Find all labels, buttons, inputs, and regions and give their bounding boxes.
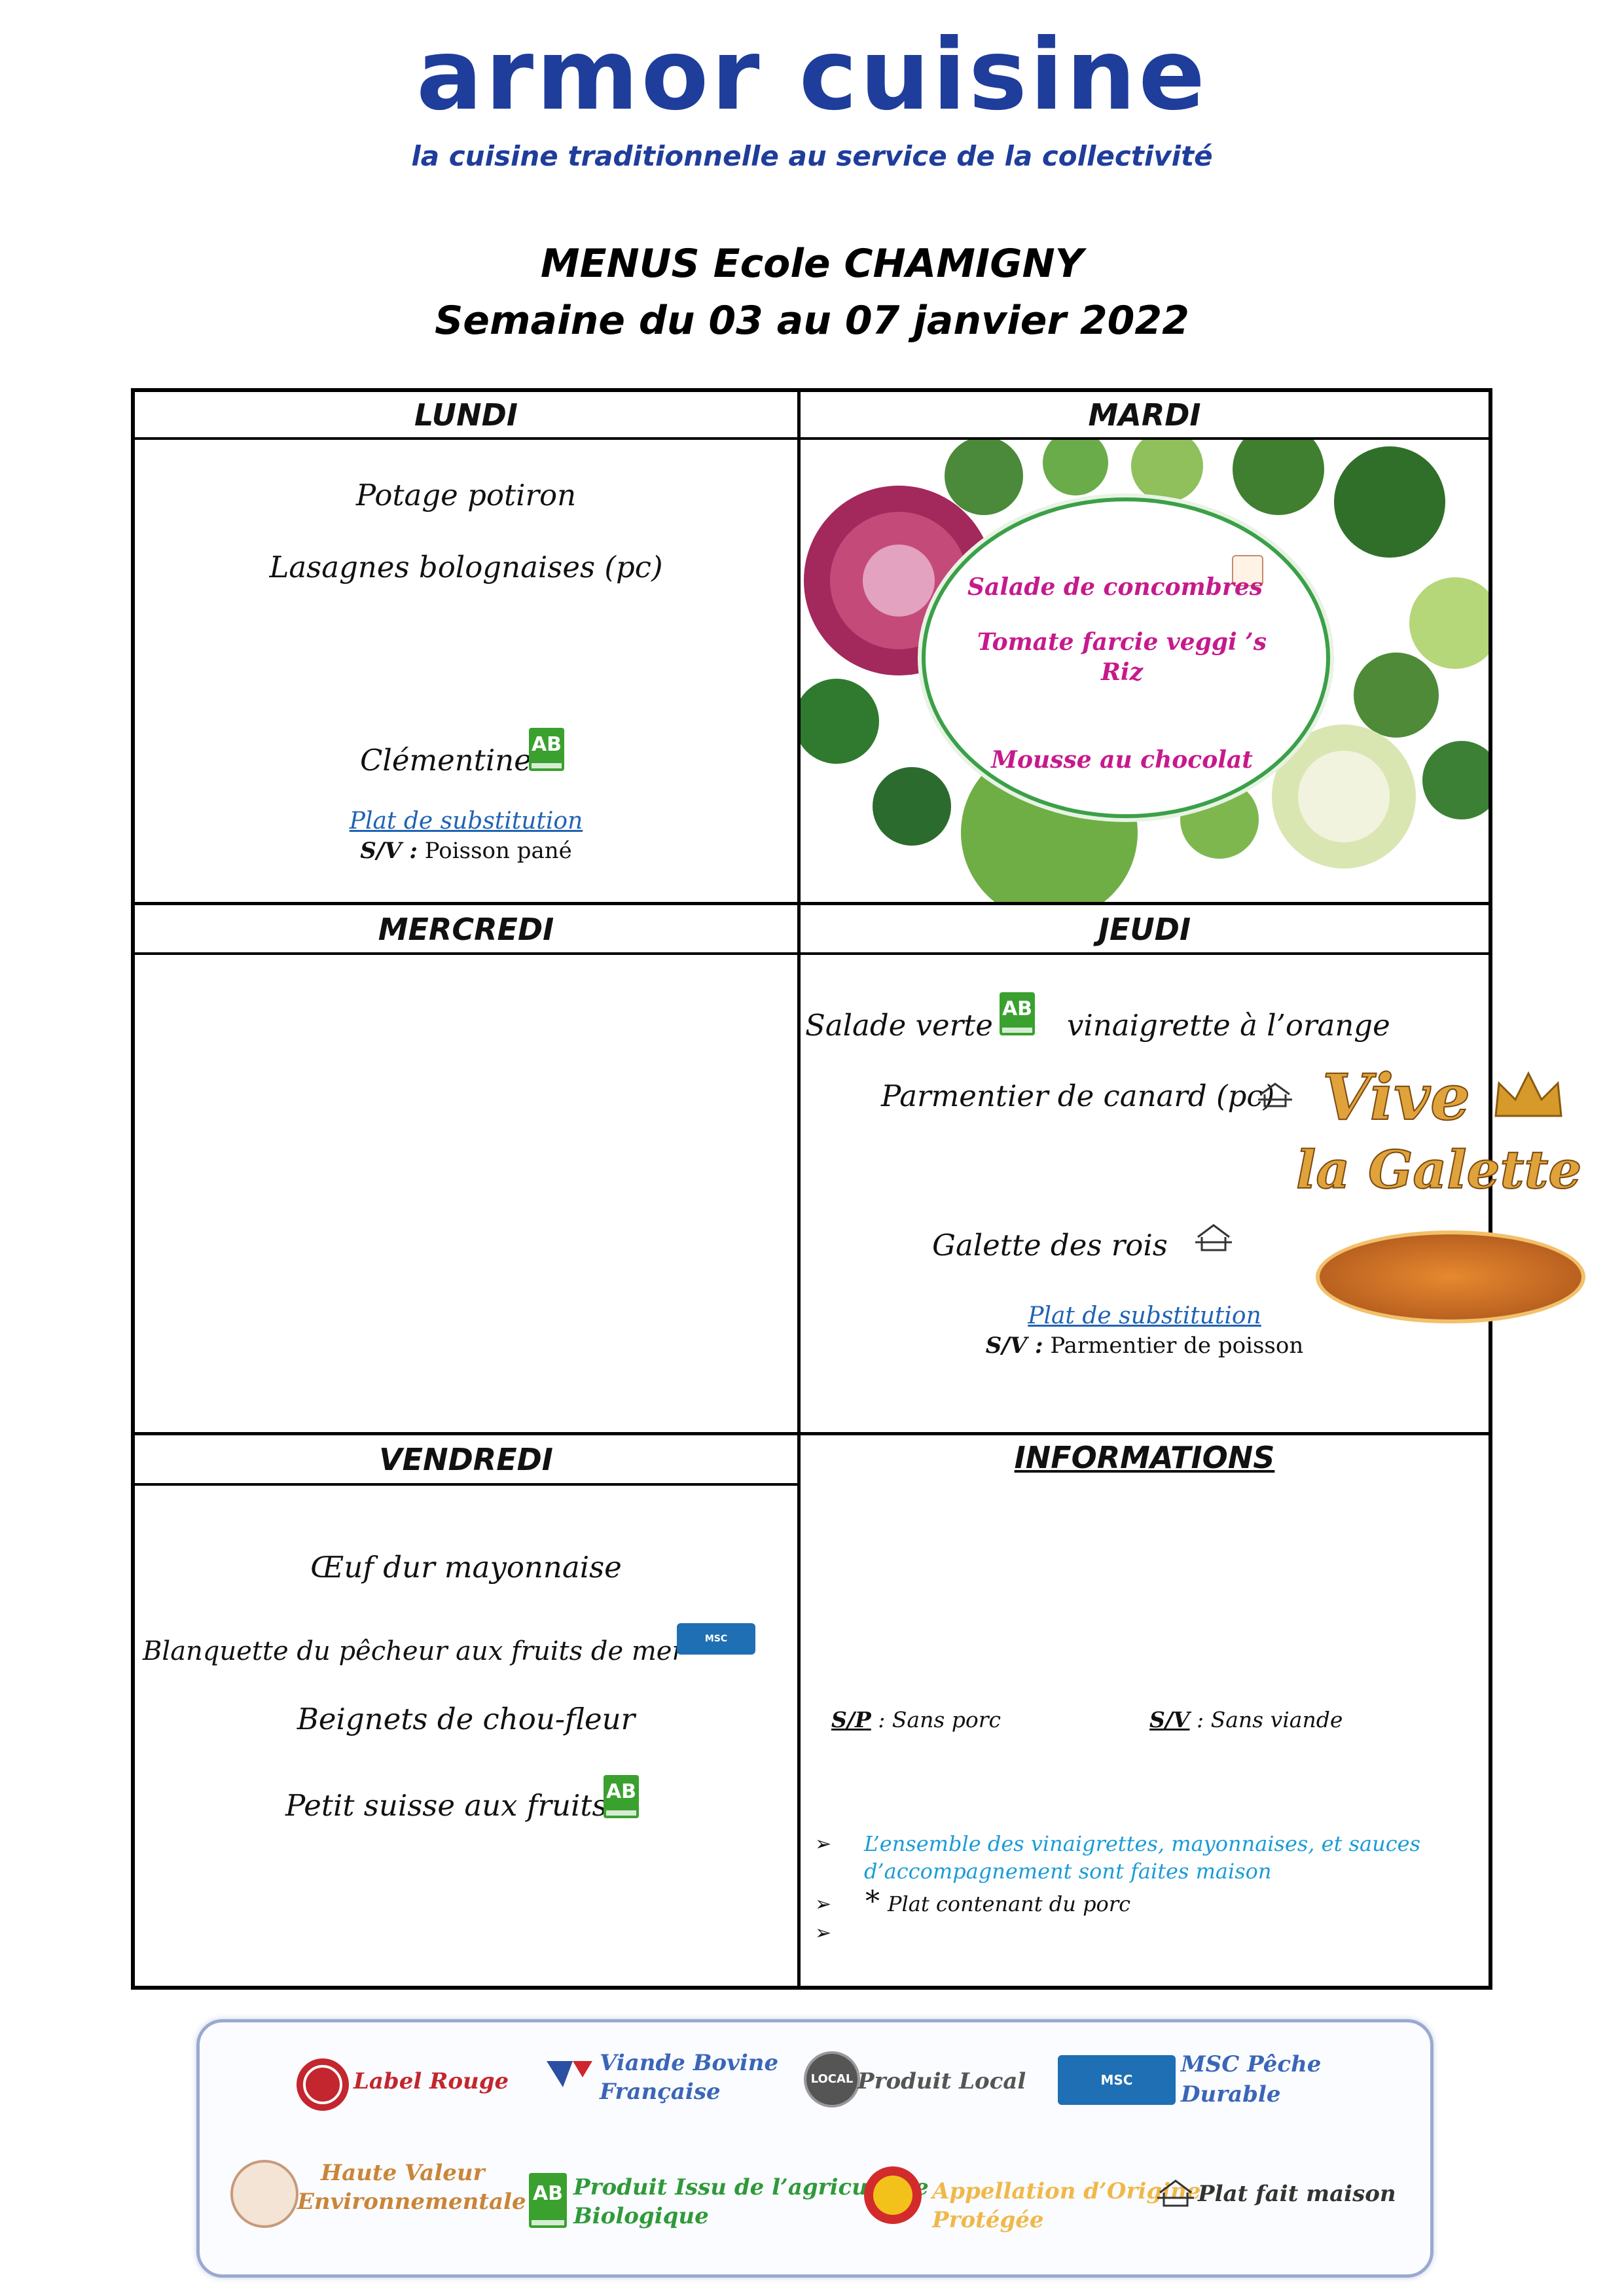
mardi-dish-4: Mousse au chocolat	[991, 746, 1253, 774]
info-note-porc: Plat contenant du porc	[888, 1892, 1131, 1916]
hve-icon	[230, 2160, 298, 2228]
lundi-dish-3: Clémentine	[360, 743, 532, 778]
mardi-menu-oval	[922, 497, 1330, 818]
jeudi-dish-1b: vinaigrette à l’orange	[1067, 1008, 1390, 1043]
lundi-dish-1: Potage potiron	[355, 478, 577, 512]
legend-aop-line1: Appellation d’Origine	[932, 2178, 1201, 2204]
msc-icon: MSC	[677, 1623, 755, 1655]
bio-ab-icon: AB	[529, 2173, 567, 2228]
aop-icon	[861, 2164, 924, 2227]
legend-viande-line1: Viande Bovine	[600, 2050, 779, 2076]
legend-produit-local: Produit Local	[857, 2068, 1026, 2094]
legend-hve-line1: Haute Valeur	[321, 2160, 485, 2186]
legend-hve-line2: Environnementale	[297, 2189, 526, 2215]
lundi-dish-2: Lasagnes bolognaises (pc)	[269, 550, 663, 584]
jeudi-substitution-link[interactable]: Plat de substitution	[1028, 1302, 1261, 1329]
galette-illustration: Vive la Galette	[1295, 1041, 1604, 1329]
legend-fait-maison: Plat fait maison	[1198, 2181, 1396, 2207]
fait-maison-icon	[1157, 2177, 1194, 2210]
legend-msc-line2: Durable	[1181, 2081, 1281, 2108]
day-header-jeudi: JEUDI	[1098, 912, 1191, 947]
bio-ab-icon: AB	[529, 728, 564, 771]
vendredi-dish-3: Beignets de chou-fleur	[297, 1702, 636, 1736]
mardi-dish-3: Riz	[1100, 658, 1144, 686]
bio-ab-icon: AB	[1000, 992, 1035, 1035]
brand-tagline: la cuisine traditionnelle au service de …	[411, 140, 1213, 172]
galette-title-line2: la Galette	[1295, 1138, 1582, 1201]
day-header-lundi: LUNDI	[414, 397, 518, 433]
legend-sans-viande: S/V : Sans viande	[1149, 1707, 1343, 1732]
legend-label-rouge: Label Rouge	[353, 2068, 509, 2094]
mardi-vegetable-illustration	[801, 440, 1489, 902]
legend-viande-line2: Française	[600, 2079, 721, 2105]
legend-bio-line2: Biologique	[573, 2203, 709, 2229]
viande-bovine-icon	[543, 2058, 596, 2090]
bio-ab-icon: AB	[604, 1775, 639, 1818]
brand-logo-text: armor cuisine	[416, 18, 1208, 132]
legend-sans-porc: S/P : Sans porc	[831, 1707, 1001, 1732]
hve-icon	[1232, 555, 1263, 586]
info-note-maison: L’ensemble des vinaigrettes, mayonnaises…	[864, 1831, 1420, 1884]
informations-title: INFORMATIONS	[1014, 1440, 1275, 1475]
msc-icon: MSC	[1058, 2055, 1176, 2105]
jeudi-dish-2: Parmentier de canard (pc)	[881, 1079, 1275, 1113]
day-header-vendredi: VENDREDI	[379, 1442, 553, 1477]
jeudi-dish-3: Galette des rois	[932, 1228, 1168, 1263]
fait-maison-icon	[1258, 1080, 1292, 1109]
mardi-dish-2: Tomate farcie veggi ’s	[977, 628, 1267, 656]
menu-title: MENUS Ecole CHAMIGNY	[540, 241, 1084, 287]
vendredi-dish-1: Œuf dur mayonnaise	[310, 1550, 622, 1585]
menu-week: Semaine du 03 au 07 janvier 2022	[435, 298, 1189, 344]
jeudi-substitution: S/V : Parmentier de poisson	[985, 1333, 1304, 1359]
mardi-dish-1: Salade de concombres	[967, 573, 1263, 601]
label-rouge-icon	[293, 2055, 352, 2114]
bullet-icon: ➢	[815, 1893, 832, 1916]
legend-aop-line2: Protégée	[932, 2207, 1044, 2233]
produit-local-icon: LOCAL	[804, 2051, 860, 2108]
vendredi-dish-2: Blanquette du pêcheur aux fruits de mer	[143, 1636, 685, 1666]
bullet-icon: ➢	[815, 1922, 832, 1945]
info-star: *	[865, 1885, 880, 1918]
lundi-substitution: S/V : Poisson pané	[360, 838, 572, 864]
vendredi-dish-4: Petit suisse aux fruits	[285, 1788, 607, 1823]
jeudi-dish-1: Salade verte	[805, 1008, 993, 1043]
fait-maison-icon	[1195, 1221, 1232, 1254]
crown-icon	[1492, 1067, 1564, 1119]
galette-title-line1: Vive	[1322, 1060, 1471, 1135]
galette-cake-icon	[1316, 1230, 1585, 1323]
legend-msc-line1: MSC Pêche	[1181, 2051, 1322, 2077]
vegetables-icon	[801, 440, 1489, 902]
day-header-mardi: MARDI	[1088, 397, 1201, 433]
bullet-icon: ➢	[815, 1833, 832, 1856]
day-header-mercredi: MERCREDI	[378, 912, 554, 947]
lundi-substitution-link[interactable]: Plat de substitution	[349, 808, 583, 834]
